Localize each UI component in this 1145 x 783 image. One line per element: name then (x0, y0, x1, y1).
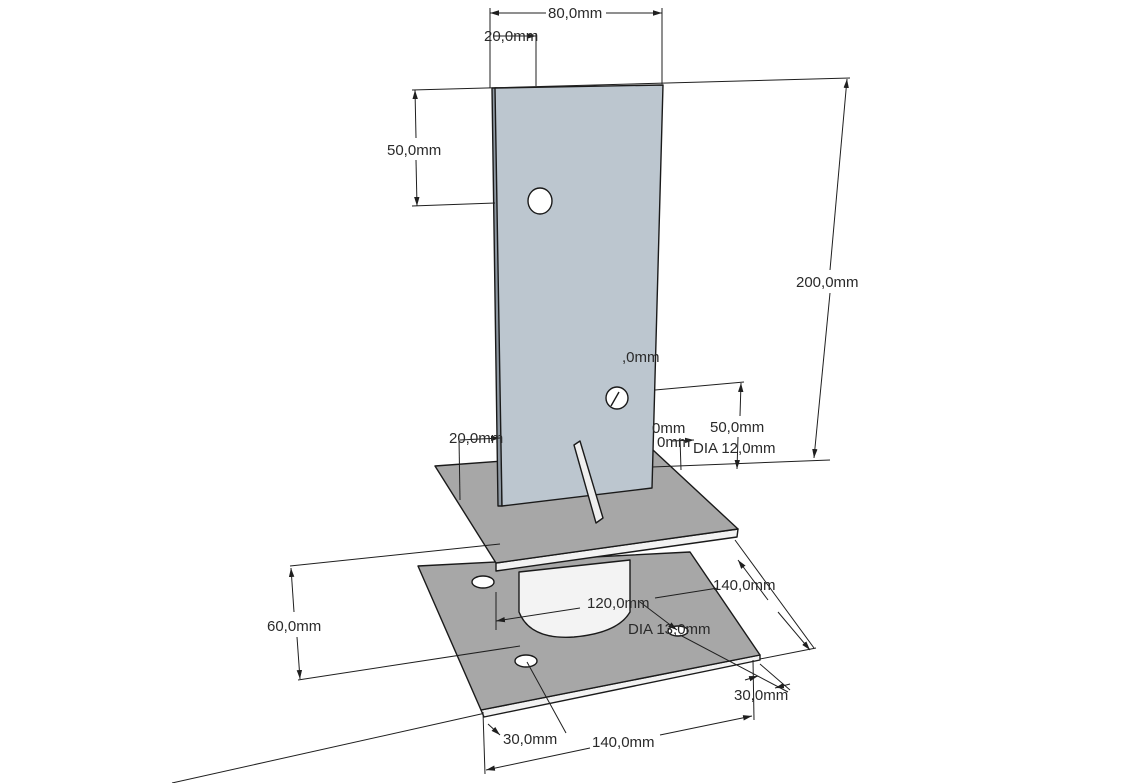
dim-base-hole-offset-right: 30,0mm (734, 687, 788, 704)
dim-plate-width: 140,0mm (592, 734, 655, 751)
ground-line (171, 711, 491, 783)
dim-total-height: 200,0mm (796, 274, 859, 291)
dim-plate-depth: 140,0mm (713, 577, 776, 594)
post-hole-top (527, 187, 553, 215)
dim-left-edge-offset: 20,0mm (449, 430, 503, 447)
dimension-lines (288, 8, 851, 775)
dim-base-hole-diameter: DIA 13,0mm (628, 621, 711, 638)
fin (573, 440, 604, 524)
dim-lower-hole-side-a: 0mm (652, 420, 685, 437)
base-hole-front (514, 654, 538, 668)
tube (518, 559, 631, 638)
post-plate (491, 84, 664, 507)
dim-lower-hole-diameter: DIA 12,0mm (693, 440, 776, 457)
dim-lower-hole-vertical: 50,0mm (710, 419, 764, 436)
dimension-labels: 80,0mm 20,0mm 50,0mm 200,0mm ,0mm 50,0mm… (267, 5, 859, 751)
dim-lower-hole-side-b: 0mm (657, 434, 690, 451)
post-hole-bottom (605, 386, 629, 410)
dim-lower-hole-partial: ,0mm (622, 349, 660, 366)
dim-top-hole-vertical: 50,0mm (387, 142, 441, 159)
dim-tube-height: 60,0mm (267, 618, 321, 635)
dim-base-hole-offset-front: 30,0mm (503, 731, 557, 748)
base-hole-left (471, 575, 495, 589)
dim-tube-diameter: 120,0mm (587, 595, 650, 612)
dim-top-width: 80,0mm (548, 5, 602, 22)
post-hole-bottom-mark (610, 391, 620, 407)
tube-body (518, 559, 631, 638)
dim-top-hole-offset: 20,0mm (484, 28, 538, 45)
